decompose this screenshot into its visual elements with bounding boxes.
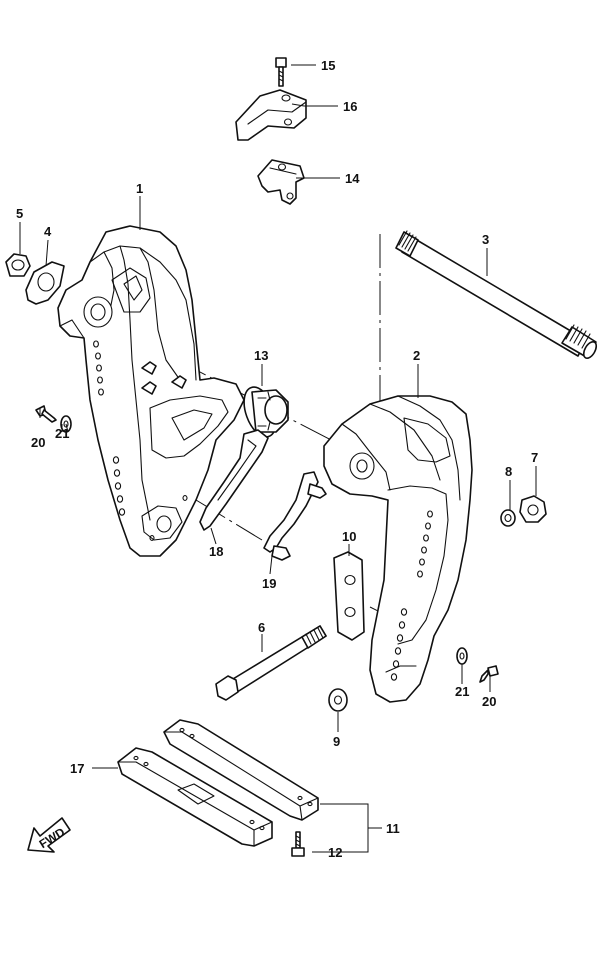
leader-lines <box>19 64 537 853</box>
part-9-washer <box>328 688 348 712</box>
part-1-clamp-bracket <box>57 225 245 557</box>
callout-8: 8 <box>505 464 512 479</box>
part-20-screw-left <box>35 405 57 423</box>
part-12-screw <box>291 831 305 857</box>
part-5-nut <box>5 253 31 277</box>
part-15-screw <box>275 57 287 87</box>
fwd-indicator: FWD <box>27 817 71 853</box>
callout-18: 18 <box>209 544 223 559</box>
callout-labels: 15 16 14 1 5 4 3 2 13 7 8 10 20 21 18 19… <box>16 58 538 860</box>
part-6-bolt <box>215 625 327 701</box>
callout-20-left: 20 <box>31 435 45 450</box>
part-21-washer-right <box>456 647 468 665</box>
part-19-lever <box>263 471 327 561</box>
callout-1: 1 <box>136 181 143 196</box>
callout-21-left: 21 <box>55 426 69 441</box>
callout-9: 9 <box>333 734 340 749</box>
callout-10: 10 <box>342 529 356 544</box>
callout-2: 2 <box>413 348 420 363</box>
callout-7: 7 <box>531 450 538 465</box>
callout-11: 11 <box>386 821 400 836</box>
part-13-bushing <box>243 386 289 438</box>
part-16-cover <box>235 89 307 141</box>
callout-5: 5 <box>16 206 23 221</box>
arrow-icon <box>27 817 71 853</box>
callout-20-right: 20 <box>482 694 496 709</box>
callout-6: 6 <box>258 620 265 635</box>
callout-19: 19 <box>262 576 276 591</box>
callout-4: 4 <box>44 224 52 239</box>
callout-12: 12 <box>328 845 342 860</box>
part-3-shaft <box>395 230 598 359</box>
callout-3: 3 <box>482 232 489 247</box>
part-14-bracket <box>257 159 305 205</box>
callout-15: 15 <box>321 58 335 73</box>
part-17-spacer <box>117 747 273 847</box>
part-8-washer <box>500 509 516 527</box>
callout-17: 17 <box>70 761 84 776</box>
callout-14: 14 <box>345 171 360 186</box>
part-11-spacer <box>163 719 319 821</box>
part-4-washer <box>25 261 65 305</box>
callout-13: 13 <box>254 348 268 363</box>
part-2-clamp-bracket <box>323 395 473 703</box>
callout-16: 16 <box>343 99 357 114</box>
part-7-nut <box>519 495 547 523</box>
part-10-plate <box>333 551 365 641</box>
part-20-screw-right <box>479 665 499 683</box>
callout-21-right: 21 <box>455 684 469 699</box>
part-18-lever <box>199 429 269 531</box>
